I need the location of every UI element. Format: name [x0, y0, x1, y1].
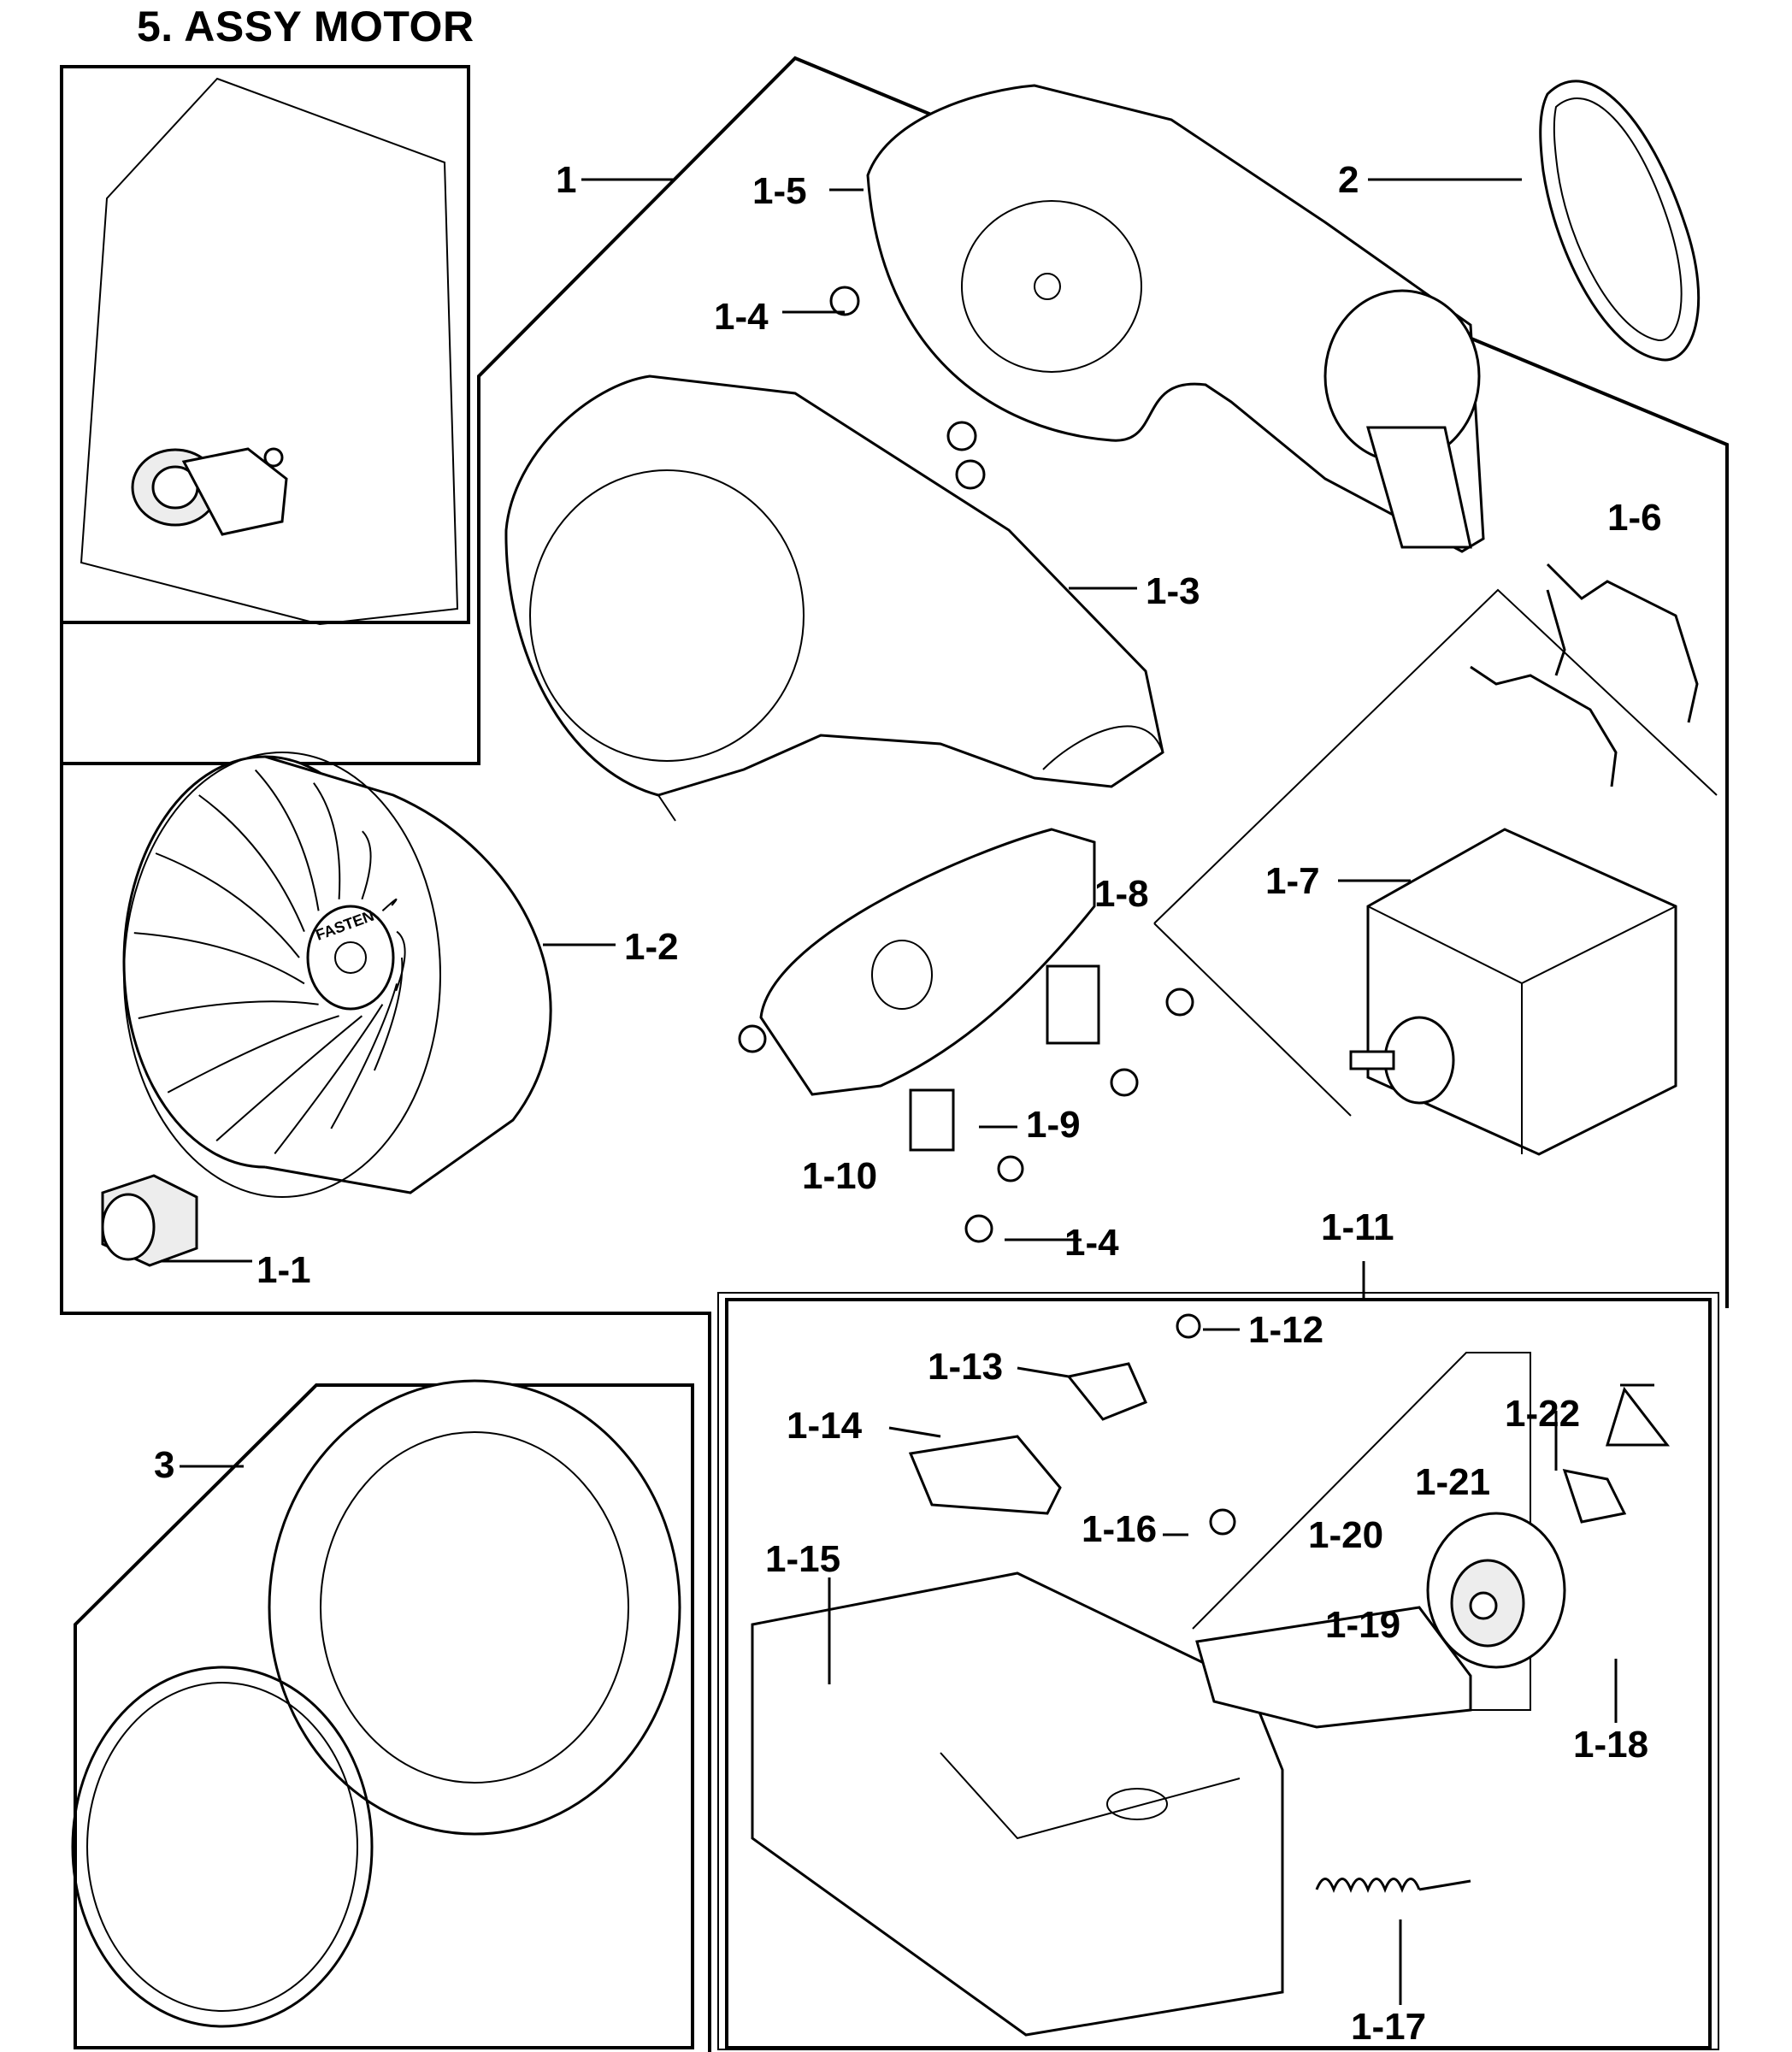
part-bracket-1-15 — [751, 1571, 1284, 2037]
part-nut — [101, 1174, 198, 1267]
part-blower-back-housing — [866, 84, 1485, 553]
sub-assembly-frame-3 — [74, 1383, 694, 2049]
label-1-13: 1-13 — [928, 1346, 1003, 1388]
blower-vane — [330, 983, 398, 1129]
blower-vane — [361, 830, 372, 900]
label-1-6: 1-6 — [1607, 497, 1662, 539]
label-1-3: 1-3 — [1146, 570, 1200, 612]
blower-vane — [155, 852, 300, 958]
part-motor-clamps — [1470, 563, 1699, 787]
part-thermistor — [1046, 964, 1100, 1045]
main-assembly-frame — [60, 56, 1729, 2052]
label-1-22: 1-22 — [1505, 1393, 1580, 1435]
blower-vane — [381, 898, 398, 912]
sub-assembly-frame-1-11 — [717, 1292, 1719, 2050]
blower-vane — [373, 957, 404, 1071]
label-1-5: 1-5 — [752, 170, 807, 212]
part-bulkhead-ring — [268, 1379, 681, 1836]
blower-vane — [254, 769, 320, 911]
motor-frame — [1153, 588, 1718, 1117]
label-1-8: 1-8 — [1094, 873, 1149, 915]
part-labels: 1 2 3 1-1 1-2 1-3 1-4 1-4 1-5 1-6 1-7 1-… — [154, 159, 1662, 2048]
blower-vane — [274, 1004, 384, 1155]
part-idler-shaft — [1562, 1469, 1627, 1524]
blower-vane — [395, 930, 406, 992]
part-drive-belt — [1539, 80, 1701, 362]
part-idler-bracket — [1195, 1606, 1472, 1729]
blower-vane — [167, 1015, 339, 1094]
label-1-10: 1-10 — [802, 1155, 877, 1197]
part-microswitch — [1066, 1362, 1148, 1421]
thumbnail-frame — [60, 65, 470, 626]
part-tension-spring — [1315, 1878, 1471, 1894]
blower-vane — [133, 932, 305, 985]
label-1-12: 1-12 — [1248, 1309, 1323, 1351]
label-1-4-top: 1-4 — [714, 296, 769, 338]
blower-vane — [215, 1015, 363, 1142]
label-1-19: 1-19 — [1325, 1604, 1400, 1646]
part-idler-clip — [1605, 1386, 1671, 1447]
label-1-21: 1-21 — [1415, 1461, 1490, 1503]
screws — [738, 286, 1236, 1536]
part-blower-wheel-vanes — [133, 769, 406, 1155]
label-1-20: 1-20 — [1308, 1514, 1383, 1556]
thumbnail-motor-assembly — [131, 447, 288, 536]
label-1-7: 1-7 — [1265, 860, 1320, 902]
label-1-11: 1-11 — [1321, 1206, 1394, 1248]
blower-vane — [138, 1000, 319, 1019]
label-1-17: 1-17 — [1351, 2006, 1426, 2048]
label-1-18: 1-18 — [1573, 1724, 1648, 1766]
label-1-1: 1-1 — [256, 1249, 311, 1291]
part-thermostat — [909, 1088, 955, 1152]
label-3: 3 — [154, 1444, 174, 1486]
part-felt-seal — [71, 1666, 374, 2028]
part-motor — [1349, 828, 1677, 1156]
part-duct-cover — [759, 828, 1096, 1096]
part-switch-bracket — [908, 1435, 1062, 1515]
label-1-16: 1-16 — [1082, 1508, 1157, 1550]
blower-vane — [198, 794, 305, 932]
part-idler-pulley — [1426, 1512, 1566, 1669]
part-blower-front-housing — [504, 374, 1164, 822]
label-1-2: 1-2 — [624, 926, 679, 968]
page-title: 5. ASSY MOTOR — [137, 3, 475, 50]
label-2: 2 — [1338, 159, 1359, 201]
label-1-9: 1-9 — [1026, 1104, 1081, 1146]
leader-lines — [161, 178, 1654, 2005]
label-1-14: 1-14 — [787, 1405, 863, 1447]
blower-vane — [313, 782, 341, 899]
part-blower-wheel — [122, 752, 552, 1198]
label-1: 1 — [556, 159, 576, 201]
label-1-15: 1-15 — [765, 1538, 840, 1580]
label-1-4-bottom: 1-4 — [1064, 1222, 1119, 1264]
